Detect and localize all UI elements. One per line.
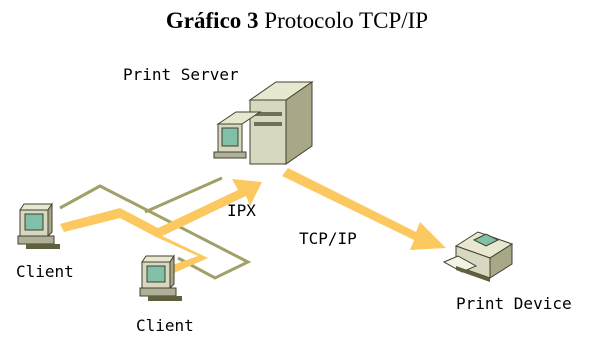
figure-title: Protocolo TCP/IP xyxy=(264,8,429,33)
client-1-label: Client xyxy=(16,262,74,281)
print-device-label: Print Device xyxy=(456,294,572,313)
figure-number: Gráfico 3 xyxy=(165,8,259,33)
tcpip-arrow xyxy=(282,168,446,250)
print-server-icon xyxy=(213,81,314,165)
figure-caption: Gráfico 3 Protocolo TCP/IP xyxy=(0,8,594,34)
client-2-icon xyxy=(139,254,182,301)
print-device-icon xyxy=(442,231,514,282)
cable-client-1 xyxy=(59,184,252,280)
ipx-arrow xyxy=(60,179,262,238)
ipx-label: IPX xyxy=(227,201,256,220)
client-2-label: Client xyxy=(136,316,194,335)
ipx-arrow-branch xyxy=(154,234,208,273)
print-server-label: Print Server xyxy=(123,65,239,84)
tcpip-label: TCP/IP xyxy=(299,229,357,248)
cable-backbone xyxy=(144,176,223,214)
network-cables xyxy=(59,176,252,280)
client-1-icon xyxy=(17,202,60,249)
traffic-arrows xyxy=(60,168,446,273)
